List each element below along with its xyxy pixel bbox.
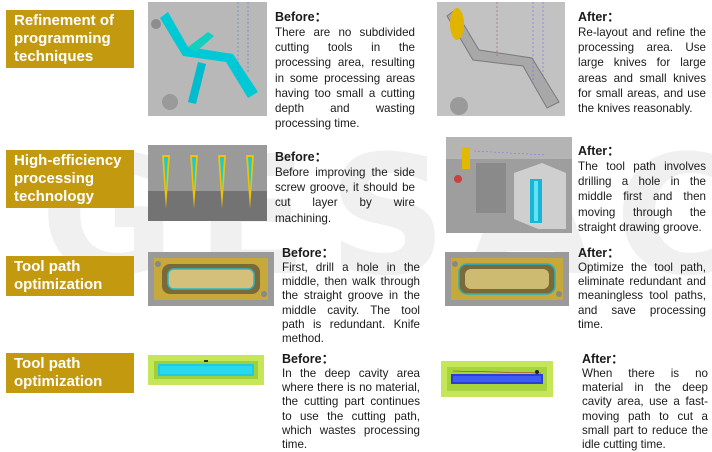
row4-after-image <box>441 361 553 397</box>
row4-label-text: Tool path optimization <box>14 355 103 390</box>
row4-before-body: In the deep cavity area where there is n… <box>282 367 420 452</box>
row1-after-text: After： Re-layout and refine the processi… <box>578 10 706 116</box>
row1-before-image <box>148 2 267 116</box>
row2-label-text: High-efficiency processing technology <box>14 152 122 205</box>
row3-before-body: First, drill a hole in the middle, then … <box>282 261 420 346</box>
row2-after-image <box>446 137 572 233</box>
row1-label: Refinement of programming techniques <box>6 10 134 68</box>
row3-after-text: After： Optimize the tool path, eliminate… <box>578 246 706 332</box>
row2-after-heading: After： <box>578 144 620 158</box>
row2-before-image <box>148 145 267 221</box>
row4-label: Tool path optimization <box>6 353 134 393</box>
row3-before-image <box>148 252 274 306</box>
row2-label: High-efficiency processing technology <box>6 150 134 208</box>
row3-label: Tool path optimization <box>6 256 134 296</box>
row3-label-text: Tool path optimization <box>14 258 103 293</box>
row4-before-heading: Before： <box>282 352 335 366</box>
row4-after-text: After： When there is no material in the … <box>582 352 708 452</box>
row2-after-body: The tool path involves drilling a hole i… <box>578 160 706 234</box>
row2-before-body: Before improving the side screw groove, … <box>275 166 415 225</box>
row1-before-text: Before： There are no subdivided cutting … <box>275 10 415 131</box>
row4-after-body: When there is no material in the deep ca… <box>582 367 708 452</box>
row3-after-image <box>445 252 569 306</box>
row4-before-image <box>148 355 264 385</box>
row3-before-text: Before： First, drill a hole in the middl… <box>282 246 420 346</box>
row1-after-body: Re-layout and refine the processing area… <box>578 26 706 116</box>
row1-before-body: There are no subdivided cutting tools in… <box>275 26 415 131</box>
row1-label-text: Refinement of programming techniques <box>14 12 115 65</box>
row4-after-heading: After： <box>582 352 624 366</box>
row2-before-text: Before： Before improving the side screw … <box>275 150 415 226</box>
row1-before-heading: Before： <box>275 10 328 24</box>
row2-before-heading: Before： <box>275 150 328 164</box>
row1-after-image <box>437 2 565 116</box>
row3-before-heading: Before： <box>282 246 335 260</box>
row2-after-text: After： The tool path involves drilling a… <box>578 144 706 235</box>
row3-after-body: Optimize the tool path, eliminate redund… <box>578 261 706 331</box>
row1-after-heading: After： <box>578 10 620 24</box>
row4-before-text: Before： In the deep cavity area where th… <box>282 352 420 452</box>
row3-after-heading: After： <box>578 246 620 260</box>
